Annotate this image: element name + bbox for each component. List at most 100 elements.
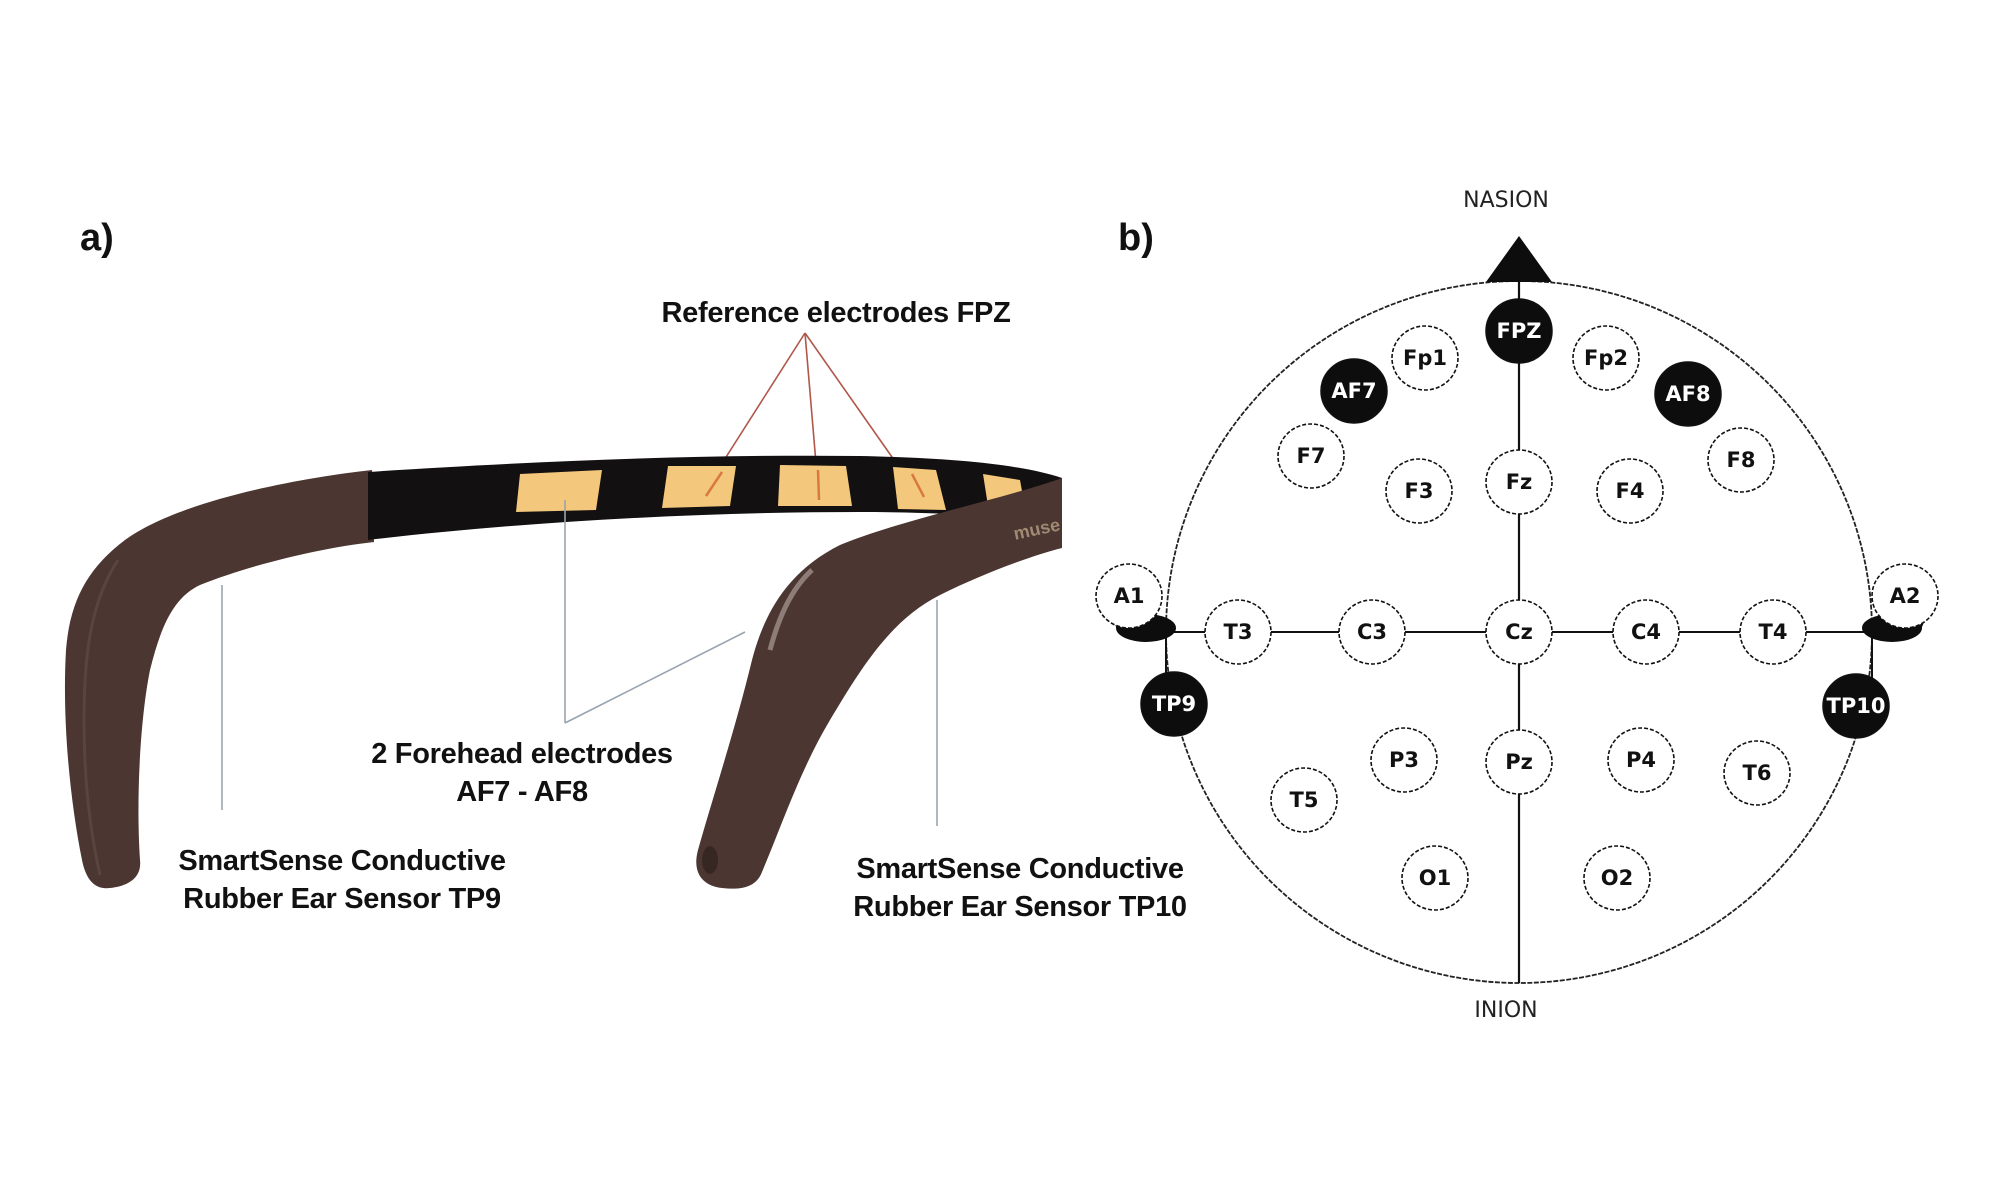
left-ear-sensor-tp9 [64,470,375,889]
tp10-sensor-label-line1: SmartSense Conductive [856,853,1183,885]
electrode-a2: A2 [1871,563,1939,629]
electrode-tp9: TP9 [1140,671,1208,737]
electrode-f8: F8 [1707,427,1775,493]
panel-a-label: a) [80,217,114,259]
panel-b-label: b) [1118,217,1154,259]
electrode-label: AF8 [1665,382,1710,406]
left-ear-sensor-highlight [82,559,120,876]
electrode-circle [1739,599,1807,665]
electrode-circle [1320,358,1388,424]
electrode-fp1: Fp1 [1391,325,1459,391]
panel-a: a) Reference electrodes FPZ [64,217,1187,923]
electrode-label: P4 [1626,748,1656,772]
electrode-circle [1385,458,1453,524]
electrode-f4: F4 [1596,458,1664,524]
electrode-circle [1654,361,1722,427]
electrode-circle [1485,599,1553,665]
inion-label: INION [1474,998,1537,1023]
electrode-label: TP9 [1152,692,1196,716]
electrode-cz: Cz [1485,599,1553,665]
electrode-circle [1707,427,1775,493]
electrode-circle [1391,325,1459,391]
electrode-circle [1485,729,1553,795]
forehead-pointer-line-diagonal [564,631,746,724]
electrode-label: A2 [1890,584,1921,608]
electrode-circle [1871,563,1939,629]
electrode-circle [1095,563,1163,629]
charging-port [702,846,718,874]
electrode-label: O1 [1419,866,1451,890]
electrode-p4: P4 [1607,727,1675,793]
electrode-circle [1822,673,1890,739]
electrode-o2: O2 [1583,845,1651,911]
electrode-label: T5 [1290,788,1319,812]
electrode-label: Fp2 [1584,346,1628,370]
electrode-label: Fz [1506,470,1533,494]
electrode-f7: F7 [1277,423,1345,489]
electrode-circle [1485,298,1553,364]
electrode-label: F8 [1727,448,1756,472]
forehead-electrodes-label-line2: AF7 - AF8 [456,776,588,808]
pointer-lines [221,500,938,826]
electrode-circle [1277,423,1345,489]
electrode-label: AF7 [1331,379,1376,403]
electrode-o1: O1 [1401,845,1469,911]
reference-electrode-pad [662,466,736,508]
electrode-circle [1583,845,1651,911]
nasion-marker-icon [1486,236,1552,282]
electrode-label: F7 [1297,444,1326,468]
electrode-t3: T3 [1204,599,1272,665]
reference-electrodes-label: Reference electrodes FPZ [662,297,1011,329]
electrode-tp10: TP10 [1822,673,1890,739]
electrode-pz: Pz [1485,729,1553,795]
tp10-sensor-label-line2: Rubber Ear Sensor TP10 [853,891,1186,923]
electrode-label: T4 [1759,620,1788,644]
electrode-label: TP10 [1827,694,1886,718]
electrode-circle [1607,727,1675,793]
electrode-label: T6 [1743,761,1772,785]
electrode-circle [1204,599,1272,665]
forehead-electrode-pad-af7 [516,470,602,512]
electrode-label: C4 [1631,620,1661,644]
pointer-tip [816,469,821,501]
electrode-circle [1596,458,1664,524]
pointer-tip [910,473,926,498]
electrode-label: A1 [1114,584,1145,608]
electrode-fz: Fz [1485,449,1553,515]
electrode-label: F4 [1616,479,1645,503]
electrode-fp2: Fp2 [1572,325,1640,391]
tp9-sensor-label-line2: Rubber Ear Sensor TP9 [183,883,501,915]
reference-pointer-tips [704,469,926,501]
electrode-label: T3 [1224,620,1253,644]
electrode-circle [1338,599,1406,665]
tp9-sensor-label-line1: SmartSense Conductive [178,845,505,877]
electrode-label: Cz [1505,620,1533,644]
electrode-t4: T4 [1739,599,1807,665]
electrode-label: P3 [1389,748,1419,772]
electrode-p3: P3 [1370,727,1438,793]
electrode-fpz: FPZ [1485,298,1553,364]
electrode-circle [1723,740,1791,806]
electrode-circle [1401,845,1469,911]
electrode-circle [1485,449,1553,515]
electrode-a1: A1 [1095,563,1163,629]
electrode-circle [1572,325,1640,391]
electrode-label: F3 [1405,479,1434,503]
electrode-circle [1370,727,1438,793]
electrode-c3: C3 [1338,599,1406,665]
electrode-f3: F3 [1385,458,1453,524]
pointer-tip [704,471,724,497]
electrode-c4: C4 [1612,599,1680,665]
electrode-label: Fp1 [1403,346,1447,370]
electrode-circle [1270,767,1338,833]
electrode-label: O2 [1601,866,1633,890]
electrode-label: Pz [1505,750,1533,774]
electrode-label: FPZ [1497,319,1542,343]
electrode-af7: AF7 [1320,358,1388,424]
reference-electrode-pad [778,465,852,506]
electrode-label: C3 [1357,620,1387,644]
right-ear-sensor-highlight [767,568,814,651]
right-ear-sensor-tp10 [696,478,1062,889]
